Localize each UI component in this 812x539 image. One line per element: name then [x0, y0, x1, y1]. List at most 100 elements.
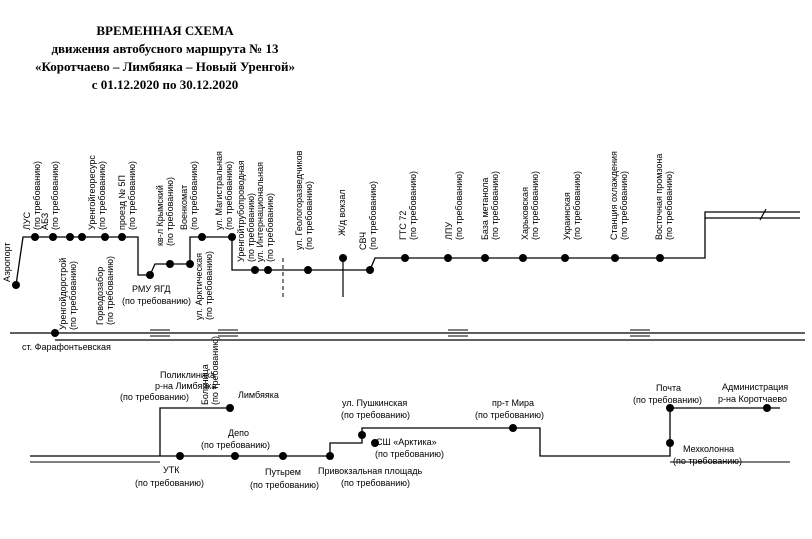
stop-marker-proezd5p: [118, 233, 126, 241]
stop-label-group-voenkomat: Военкомат(по требованию): [179, 161, 199, 230]
stop-marker-metanol: [481, 254, 489, 262]
railway-station-label: ст. Фарафонтьевская: [22, 342, 111, 352]
stop-note-abz: (по требованию): [50, 161, 60, 230]
stop-label-mira-2: (по требованию): [475, 410, 544, 420]
title-line-3: «Коротчаево – Лимбяяка – Новый Уренгой»: [34, 59, 296, 74]
lower-route-line-2: [160, 407, 780, 457]
stop-label-pochta-2: (по требованию): [633, 395, 702, 405]
stop-label-urengoygeoresurs: Уренгойгеоресурс: [87, 155, 97, 230]
upper-route-break-mark: [759, 208, 767, 221]
stop-label-cooling: Станция охлаждения: [609, 151, 619, 240]
stop-marker-lus: [31, 233, 39, 241]
stop-label-poliklinika-3: (по требованию): [120, 392, 189, 402]
stop-note-magistralnaya: (по требованию): [224, 161, 234, 230]
stop-label-promzona: Восточная промзона: [654, 154, 664, 240]
stop-label-group-cooling: Станция охлаждения(по требованию): [609, 151, 629, 240]
stop-marker-voenkomat: [186, 260, 194, 268]
stop-label-zhd: Ж/д вокзал: [337, 189, 347, 236]
stop-marker-depo: [231, 452, 239, 460]
stop-marker-utk: [176, 452, 184, 460]
stop-marker-pochta: [666, 404, 674, 412]
stop-label-group-magistralnaya: ул. Магистральная(по требованию): [214, 151, 234, 230]
stop-label-svch: СВЧ: [358, 232, 368, 250]
stop-marker-svch: [366, 266, 374, 274]
stop-label-bolnitsa-1: Больница: [200, 364, 210, 405]
stop-label-airport: Аэропорт: [2, 242, 12, 282]
stop-label-group-lpu: ЛПУ(по требованию): [444, 171, 464, 240]
title-line-4: с 01.12.2020 по 30.12.2020: [91, 77, 239, 92]
stop-label-group-metanol: База метанола(по требованию): [480, 171, 500, 240]
stop-label-gorvodozabor: Горводозабор: [95, 267, 105, 325]
stop-note-gts72: (по требованию): [408, 171, 418, 240]
stop-label-group-urengoygeoresurs: Уренгойгеоресурс(по требованию): [87, 155, 107, 230]
stop-marker-abz: [49, 233, 57, 241]
stop-note-arkticheskaya: (по требованию): [204, 251, 214, 320]
stop-label-depo-1: Депо: [228, 428, 249, 438]
stop-label-poliklinika-1: Поликлиника: [160, 370, 215, 380]
stop-label-ukrainskaya: Украинская: [562, 192, 572, 240]
stop-label-group-arkticheskaya: ул. Арктическая(по требованию): [194, 251, 214, 320]
stop-note-urengoydorstroy: (по требованию): [68, 261, 78, 330]
stop-note-promzona: (по требованию): [664, 171, 674, 240]
stop-note-urengoygeoresurs: (по требованию): [97, 161, 107, 230]
stop-label-limbyayaka-1: Лимбяяка: [238, 390, 279, 400]
stop-marker-mekhkolonna: [666, 439, 674, 447]
stop-label-utk-1: УТК: [163, 465, 180, 475]
stop-marker-kharkovskaya: [519, 254, 527, 262]
stop-label-utk-2: (по требованию): [135, 478, 204, 488]
stop-label-administratsiya-2: р-на Коротчаево: [718, 394, 787, 404]
stop-note-internatsionalnaya: (по требованию): [265, 193, 275, 262]
stop-label-urengoydorstroy: Уренгойдорстрой: [58, 258, 68, 330]
stop-marker-airport: [12, 281, 20, 289]
title-line-1: ВРЕМЕННАЯ СХЕМА: [96, 23, 234, 38]
stop-label-proezd5p: проезд № 5П: [117, 175, 127, 230]
stop-marker-cooling: [611, 254, 619, 262]
stop-label-group-svch: СВЧ(по требованию): [358, 181, 378, 250]
stop-note-geologorazvedchikov: (по требованию): [304, 181, 314, 250]
stop-label-group-ukrainskaya: Украинская(по требованию): [562, 171, 582, 240]
stop-label-group-gorvodozabor: Горводозабор(по требованию): [95, 256, 115, 325]
stop-label-rmu: РМУ ЯГД: [132, 284, 170, 294]
stop-note-ukrainskaya: (по требованию): [572, 171, 582, 240]
title-line-2: движения автобусного маршрута № 13: [51, 41, 279, 56]
stop-note-lus: (по требованию): [32, 161, 42, 230]
stop-label-arktika-2: (по требованию): [375, 449, 444, 459]
stop-label-group-abz: АБЗ(по требованию): [40, 161, 60, 230]
stop-label-mekhkolonna-1: Мехколонна: [683, 444, 734, 454]
upper-route-line: [15, 211, 800, 286]
stop-marker-limbyayaka: [226, 404, 234, 412]
stop-marker-pushkinskaya: [358, 431, 366, 439]
stop-label-gts72: ГТС 72: [398, 211, 408, 240]
stop-label-krymsky: кв-л Крымский: [155, 185, 165, 246]
stop-label-pushkinskaya-2: (по требованию): [341, 410, 410, 420]
stop-label-group-internatsionalnaya: ул. Интернациональная(по требованию): [255, 162, 275, 262]
stop-label-mekhkolonna-2: (по требованию): [673, 456, 742, 466]
lower-stop-markers: [176, 404, 771, 460]
stop-label-group-urengoydorstroy: Уренгойдорстрой(по требованию): [58, 258, 78, 330]
stop-label-urengoytruboprovodnaya: Уренгойтрубопроводная: [236, 160, 246, 262]
stop-label-group-gts72: ГТС 72(по требованию): [398, 171, 418, 240]
stop-label-kharkovskaya: Харьковская: [520, 187, 530, 240]
stop-note-cooling: (по требованию): [619, 171, 629, 240]
stop-label-privokzalnaya-2: (по требованию): [341, 478, 410, 488]
stop-label-magistralnaya: ул. Магистральная: [214, 151, 224, 230]
stop-label-depo-2: (по требованию): [201, 440, 270, 450]
stop-note-rmu: (по требованию): [122, 296, 191, 306]
stop-marker-ukrainskaya: [561, 254, 569, 262]
stop-label-group-airport: Аэропорт: [2, 242, 12, 282]
stop-label-arktika-1: СШ «Арктика»: [376, 437, 437, 447]
stop-label-poliklinika-2: р-на Лимбяяка: [155, 381, 216, 391]
stop-label-group-kharkovskaya: Харьковская(по требованию): [520, 171, 540, 240]
stop-note-urengoytruboprovodnaya: (по требованию): [246, 193, 256, 262]
stop-marker-lpu: [444, 254, 452, 262]
stop-note-kharkovskaya: (по требованию): [530, 171, 540, 240]
stop-label-group-geologorazvedchikov: ул. Геологоразведчиков(по требованию): [294, 150, 314, 250]
stop-label-arkticheskaya: ул. Арктическая: [194, 253, 204, 320]
stop-label-geologorazvedchikov: ул. Геологоразведчиков: [294, 150, 304, 250]
stop-label-metanol: База метанола: [480, 178, 490, 240]
stop-marker-arkticheskaya: [198, 233, 206, 241]
stop-marker-gts72: [401, 254, 409, 262]
stop-note-lpu: (по требованию): [454, 171, 464, 240]
